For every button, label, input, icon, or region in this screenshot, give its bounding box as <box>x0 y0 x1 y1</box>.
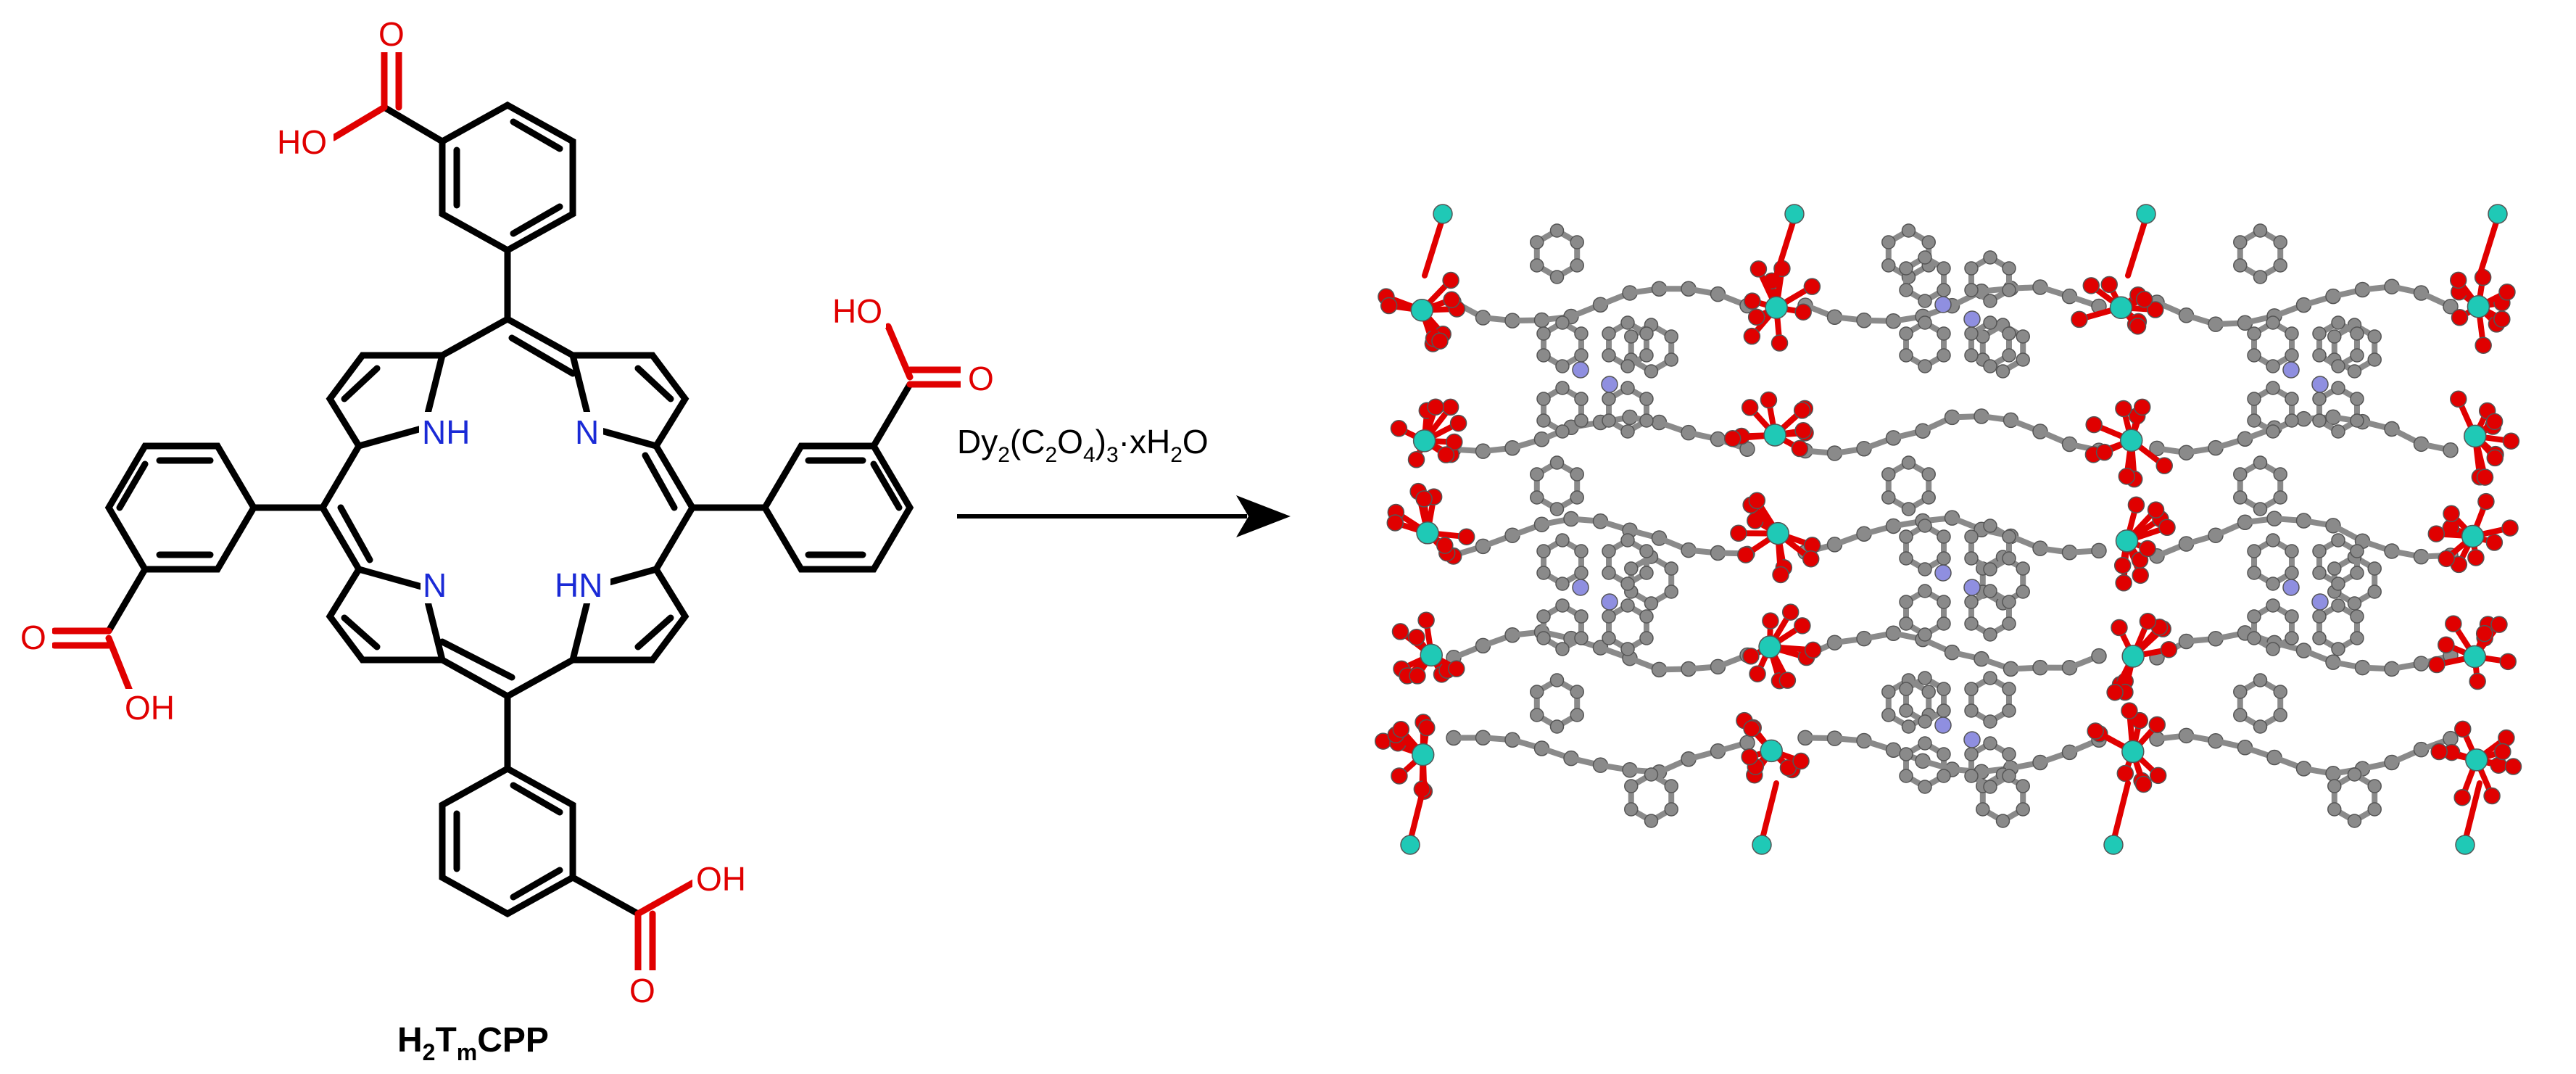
ligand-structure: O HO HO O O OH OH O NH N N HN H2TmCPP <box>16 15 997 1065</box>
atom-o-left: O <box>20 619 46 656</box>
atom-nh-upper: NH <box>422 413 470 451</box>
atom-o-top: O <box>378 15 405 53</box>
atom-ho-right: HO <box>832 292 882 330</box>
atom-o-bottom: O <box>629 972 655 1009</box>
atom-o-right: O <box>968 360 994 397</box>
atom-hn-lower: HN <box>555 566 602 604</box>
atom-oh-bottom: OH <box>696 860 746 898</box>
reagent-label: Dy2(C2O4)3·xH2O <box>957 423 1209 467</box>
atom-n-upper: N <box>575 413 599 451</box>
compound-name: H2TmCPP <box>397 1021 549 1065</box>
atom-ho-top: HO <box>277 123 327 161</box>
atom-n-lower: N <box>423 566 447 604</box>
atom-oh-left: OH <box>125 689 175 727</box>
arrow-head <box>1236 495 1291 537</box>
crystal-structure-model <box>1374 204 2522 855</box>
reaction-arrow <box>957 495 1291 537</box>
